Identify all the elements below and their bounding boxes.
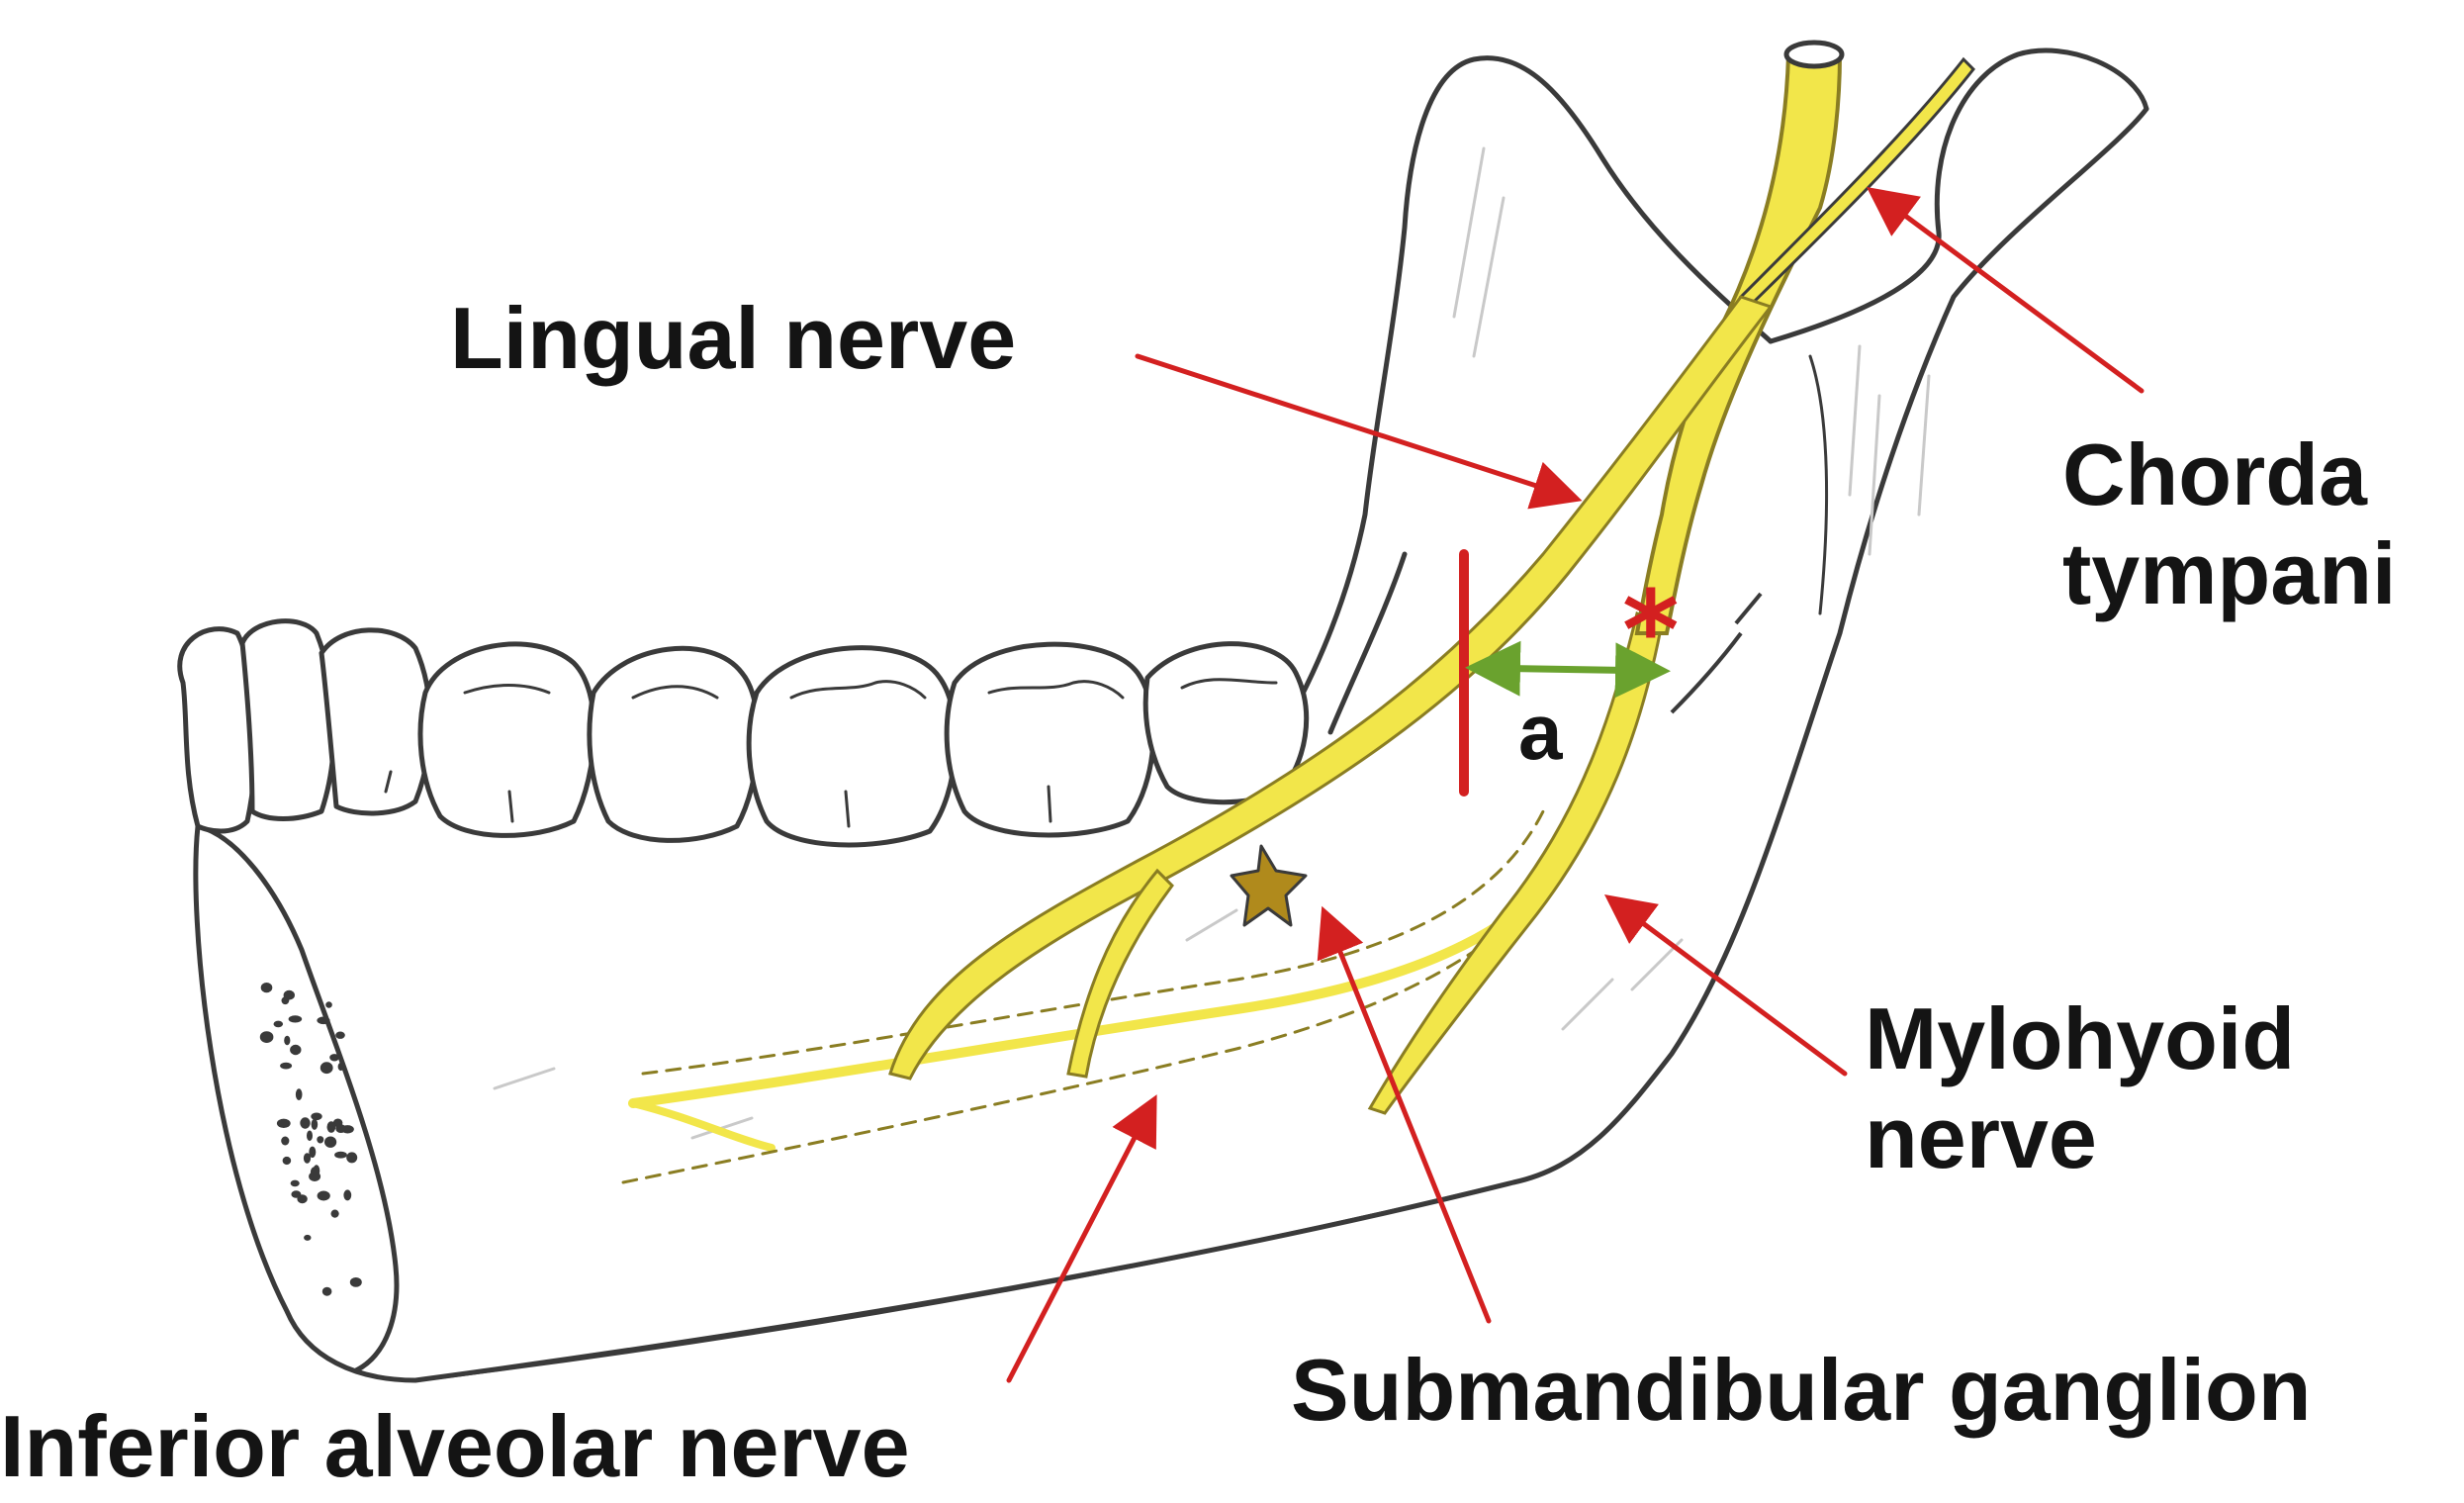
nerve-trunk-cut-end <box>1783 40 1845 69</box>
bone-dot <box>326 1121 336 1133</box>
tooth-premolar-2 <box>587 645 761 843</box>
tooth-molar-2 <box>944 641 1156 838</box>
label-chorda-tympani: Chorda tympani <box>2062 425 2396 623</box>
mandible-body <box>193 106 2149 1383</box>
bone-dot <box>311 1112 322 1121</box>
label-inferior-alveolar-nerve: Inferior alveolar nerve <box>0 1397 910 1495</box>
bone-dot <box>343 1189 352 1201</box>
label-submandibular-ganglion: Submandibular ganglion <box>1291 1341 2312 1439</box>
bone-dot <box>349 1277 362 1287</box>
bone-dot <box>303 1153 312 1164</box>
tooth-incisor-2 <box>239 618 337 821</box>
bone-dot <box>290 1179 300 1187</box>
bone-dot <box>282 1156 292 1166</box>
bone-dot <box>317 1016 330 1025</box>
teeth <box>177 618 1310 848</box>
bone-dot <box>334 1151 347 1159</box>
leader-inferior-alveolar-nerve <box>1006 1094 1157 1383</box>
label-mylohyoid-nerve: Mylohyoid nerve <box>1865 989 2295 1187</box>
bone-dot <box>288 1015 303 1023</box>
lingula-line <box>1734 592 1763 625</box>
label-chorda-tympani-line2: tympani <box>2062 524 2397 622</box>
bone-dot <box>304 1234 312 1241</box>
leader-mylohyoid-nerve <box>1603 894 1848 1077</box>
bone-dot <box>313 1165 320 1177</box>
bone-dot <box>260 983 273 993</box>
bone-dot <box>281 996 290 1005</box>
bone-dot <box>335 1031 345 1039</box>
bone-dot <box>273 1020 284 1028</box>
bone-dot <box>329 1054 339 1062</box>
bone-dot <box>290 1044 302 1056</box>
bone-dot <box>324 1136 337 1148</box>
bone-dot <box>321 1286 332 1296</box>
bone-dot <box>337 1062 344 1072</box>
bone-dot <box>261 1031 269 1038</box>
leader-lingual-nerve <box>1135 353 1583 510</box>
tooth-canine <box>319 627 433 816</box>
tooth-molar-1 <box>746 645 958 848</box>
bone-dot <box>309 1146 317 1159</box>
distance-marker-a: a <box>1518 688 1563 776</box>
label-lingual-nerve: Lingual nerve <box>450 289 1017 387</box>
internal-oblique-ridge <box>1327 551 1408 735</box>
bone-dot <box>311 1118 319 1130</box>
condylar-process <box>1768 47 2149 344</box>
bone-dot <box>276 1118 291 1129</box>
label-mylohyoid-line2: nerve <box>1865 1088 2097 1186</box>
leader-submandibular-ganglion <box>1317 905 1492 1324</box>
bone-dot <box>317 1136 324 1144</box>
bone-dot <box>295 1088 303 1100</box>
bone-dot <box>317 1190 330 1201</box>
label-mylohyoid-line1: Mylohyoid <box>1865 989 2296 1087</box>
coronoid-process <box>1268 55 1774 755</box>
bone-dot <box>307 1130 313 1142</box>
cancellous-bone-dots <box>259 983 362 1296</box>
submandibular-ganglion-shape <box>1230 844 1308 927</box>
bone-dot <box>325 1001 332 1008</box>
lingual-nerve-branch <box>1066 868 1174 1079</box>
bone-dot <box>297 1194 308 1204</box>
bone-dot <box>319 1062 333 1075</box>
leader-arrows <box>1006 187 2145 1383</box>
bone-dot <box>346 1152 358 1164</box>
bone-dot <box>300 1117 311 1129</box>
symphysis-section <box>195 823 400 1373</box>
asterisk-marker: * <box>1622 567 1680 694</box>
bone-dot <box>284 1035 291 1046</box>
leader-chorda-tympani <box>1866 187 2145 394</box>
bone-dot <box>280 1062 293 1070</box>
tooth-premolar-1 <box>417 641 597 838</box>
label-chorda-tympani-line1: Chorda <box>2062 425 2367 523</box>
bone-shading <box>493 146 1931 1140</box>
bone-dot <box>330 1209 339 1218</box>
bone-dot <box>281 1136 290 1146</box>
distance-arrow-a <box>1465 640 1671 699</box>
ramus-inner-line <box>1808 354 1829 615</box>
mandible-outline <box>193 47 2149 1383</box>
bone-dot <box>340 1125 354 1134</box>
lingual-nerve-shape <box>888 295 1774 1080</box>
